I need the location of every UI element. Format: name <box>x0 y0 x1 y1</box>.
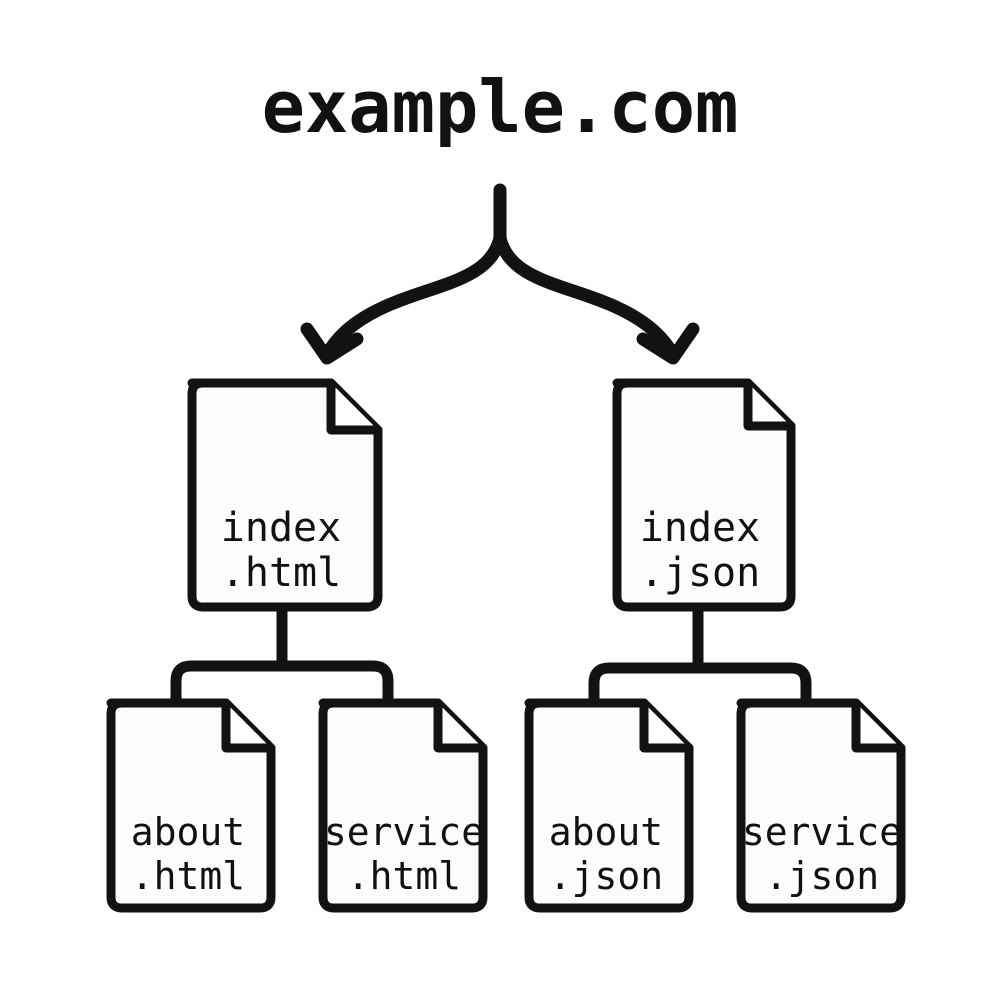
node-label-line1: service <box>742 810 902 854</box>
node-label-line2: .html <box>221 550 341 596</box>
node-label-line1: about <box>131 810 245 854</box>
node-label-line1: index <box>640 505 760 551</box>
node-label-line1: index <box>221 505 341 551</box>
document-page-icon <box>524 698 694 913</box>
document-page-icon <box>612 378 796 612</box>
page-title: example.com <box>262 65 739 149</box>
page-fold-icon <box>326 378 383 435</box>
node-service-html[interactable]: service .html <box>318 698 488 913</box>
node-label-line2: .json <box>640 550 760 596</box>
html-branch-connectors <box>170 607 394 706</box>
document-page-icon <box>187 378 383 612</box>
node-label-line2: .html <box>347 854 461 898</box>
node-index-html[interactable]: index .html <box>187 378 383 612</box>
node-label-line2: .json <box>765 854 879 898</box>
node-label-line1: service <box>324 810 484 854</box>
page-fold-icon <box>851 698 906 753</box>
node-label-line2: .json <box>549 854 663 898</box>
page-fold-icon <box>221 698 276 753</box>
page-fold-icon <box>639 698 694 753</box>
json-branch-connectors <box>588 607 812 708</box>
page-fold-icon <box>743 378 796 431</box>
fork-arrow-icon <box>300 183 700 365</box>
document-page-icon <box>318 698 488 913</box>
document-page-icon <box>736 698 906 913</box>
node-service-json[interactable]: service .json <box>736 698 906 913</box>
node-about-json[interactable]: about .json <box>524 698 694 913</box>
node-label-line1: about <box>549 810 663 854</box>
document-page-icon <box>106 698 276 913</box>
node-label-line2: .html <box>131 854 245 898</box>
node-about-html[interactable]: about .html <box>106 698 276 913</box>
page-fold-icon <box>433 698 488 753</box>
node-index-json[interactable]: index .json <box>612 378 796 612</box>
